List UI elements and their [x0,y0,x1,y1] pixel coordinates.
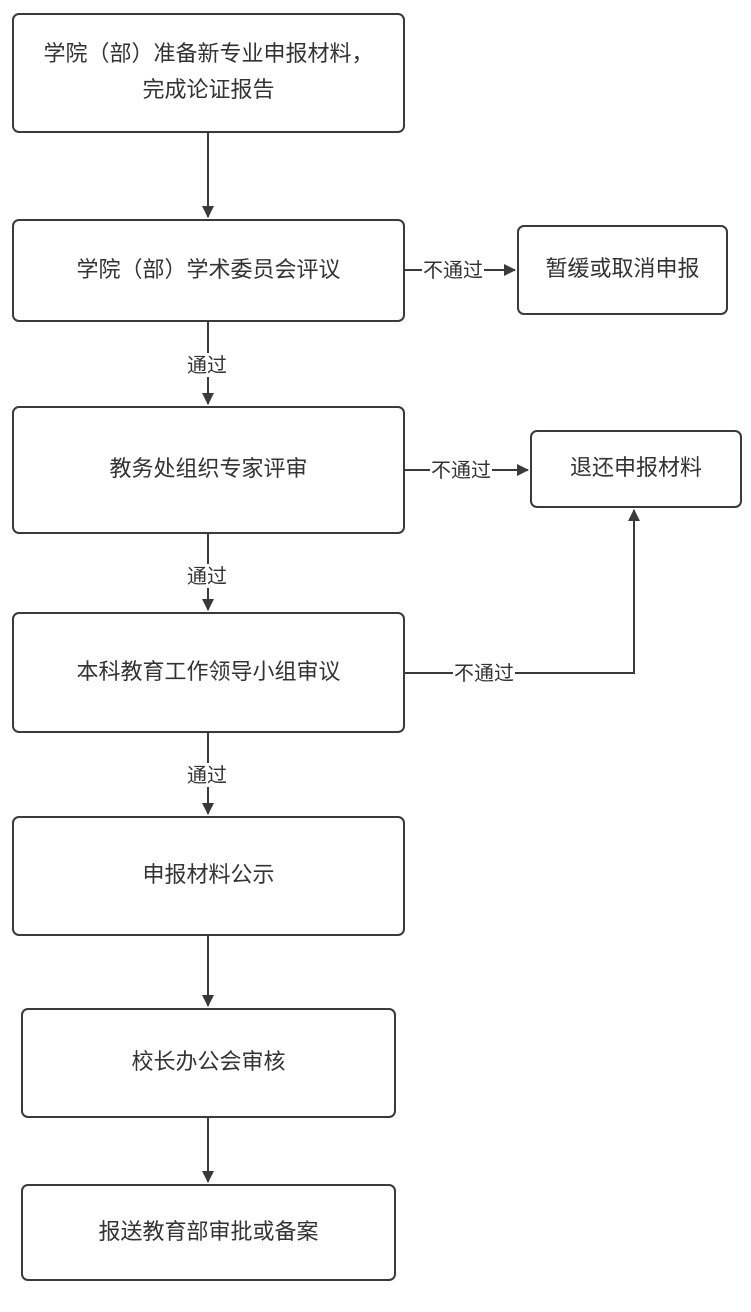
edge-label-expert-review-pass: 通过 [186,564,228,588]
node-college-academic-review-label: 学院（部）学术委员会评议 [76,257,341,283]
edge-label-leadership-fail: 不通过 [453,661,515,685]
node-return-materials-label: 退还申报材料 [569,456,702,481]
node-postpone-or-cancel-label: 暂缓或取消申报 [545,257,700,282]
node-materials-publicity-label: 申报材料公示 [142,863,275,888]
node-president-office-review-label: 校长办公会审核 [131,1050,286,1075]
node-submit-to-ministry-label: 报送教育部审批或备案 [98,1219,319,1245]
edge-label-leadership-pass: 通过 [186,763,228,787]
node-president-office-review: 校长办公会审核 [21,1008,396,1118]
node-leadership-group-review-label: 本科教育工作领导小组审议 [76,659,341,685]
arrow-leadership-to-return [405,509,640,674]
edge-label-college-review-fail: 不通过 [422,258,484,282]
node-college-academic-review: 学院（部）学术委员会评议 [12,219,405,322]
edge-label-college-review-pass: 通过 [186,353,228,377]
node-materials-publicity: 申报材料公示 [12,816,405,936]
node-prepare-materials: 学院（部）准备新专业申报材料，完成论证报告 [12,13,405,133]
node-leadership-group-review: 本科教育工作领导小组审议 [12,612,405,733]
node-expert-review: 教务处组织专家评审 [12,406,405,534]
node-return-materials: 退还申报材料 [530,430,742,508]
node-prepare-materials-label: 学院（部）准备新专业申报材料，完成论证报告 [43,42,374,103]
node-postpone-or-cancel: 暂缓或取消申报 [517,225,728,315]
edge-label-expert-review-fail: 不通过 [430,458,492,482]
node-expert-review-label: 教务处组织专家评审 [109,457,308,482]
node-submit-to-ministry: 报送教育部审批或备案 [21,1184,396,1281]
